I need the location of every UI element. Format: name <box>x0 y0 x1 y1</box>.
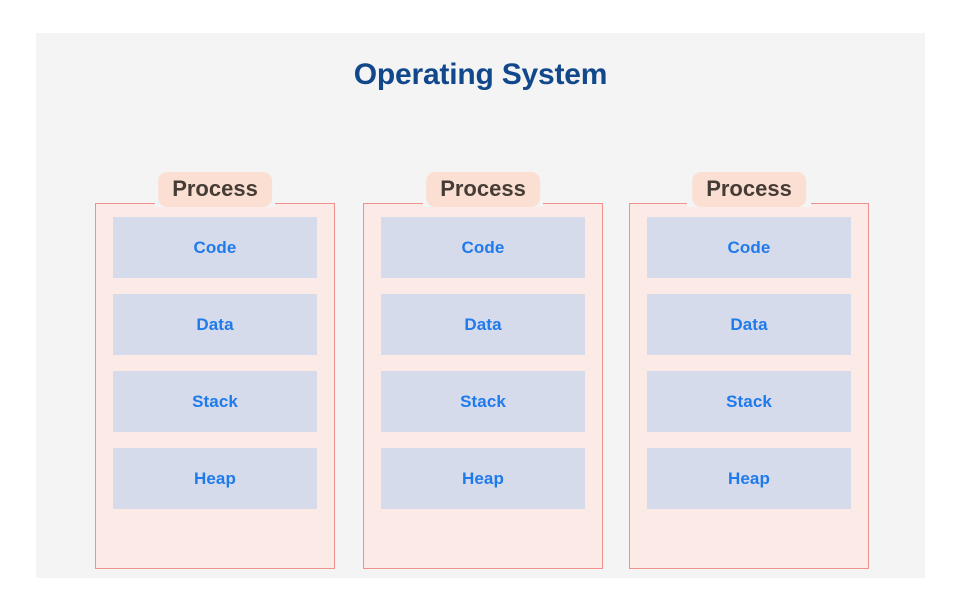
process-group-2[interactable]: Process Code Data Stack Heap <box>363 172 603 570</box>
process-label-badge: Process <box>426 172 540 207</box>
segment-box-heap[interactable]: Heap <box>647 448 851 509</box>
segment-list: Code Data Stack Heap <box>113 217 317 509</box>
segment-box-heap[interactable]: Heap <box>113 448 317 509</box>
segment-box-data[interactable]: Data <box>113 294 317 355</box>
segment-box-data[interactable]: Data <box>647 294 851 355</box>
process-group-1[interactable]: Process Code Data Stack Heap <box>95 172 335 570</box>
segment-box-stack[interactable]: Stack <box>647 371 851 432</box>
segment-box-stack[interactable]: Stack <box>113 371 317 432</box>
segment-list: Code Data Stack Heap <box>381 217 585 509</box>
segment-box-code[interactable]: Code <box>647 217 851 278</box>
process-group-3[interactable]: Process Code Data Stack Heap <box>629 172 869 570</box>
segment-box-code[interactable]: Code <box>381 217 585 278</box>
segment-box-stack[interactable]: Stack <box>381 371 585 432</box>
slide-canvas: Operating System Process Code Data Stack… <box>36 33 925 578</box>
segment-list: Code Data Stack Heap <box>647 217 851 509</box>
process-label-badge: Process <box>692 172 806 207</box>
process-row: Process Code Data Stack Heap Process Cod… <box>36 33 925 578</box>
segment-box-heap[interactable]: Heap <box>381 448 585 509</box>
page-title: Operating System <box>353 58 608 91</box>
segment-box-data[interactable]: Data <box>381 294 585 355</box>
process-label-badge: Process <box>158 172 272 207</box>
segment-box-code[interactable]: Code <box>113 217 317 278</box>
